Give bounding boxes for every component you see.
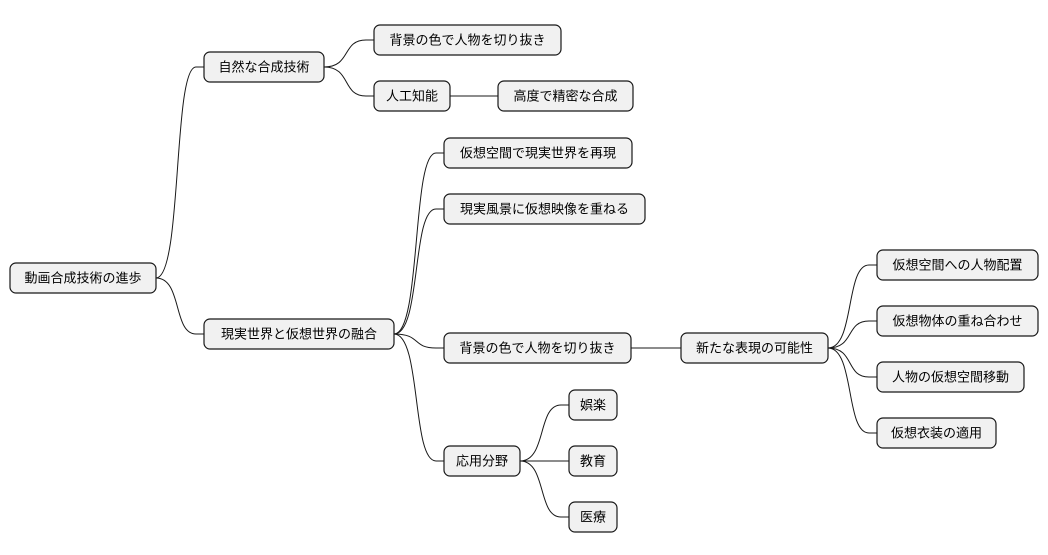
mindmap-node-root-1-2-0: 新たな表現の可能性 — [680, 332, 829, 364]
node-label: 背景の色で人物を切り抜き — [389, 33, 545, 49]
node-label: 高度で精密な合成 — [513, 89, 617, 105]
edge-root-1-2-0-2 — [827, 347, 877, 378]
mindmap-node-root-1-2-0-0: 仮想空間への人物配置 — [876, 249, 1039, 281]
mindmap-node-root-1: 現実世界と仮想世界の融合 — [203, 318, 395, 350]
mindmap-node-root-1-3-1: 教育 — [568, 445, 618, 477]
node-label: 人工知能 — [386, 89, 438, 105]
node-box — [203, 318, 395, 350]
node-label: 仮想物体の重ね合わせ — [892, 314, 1022, 330]
node-box — [373, 80, 451, 112]
mindmap-node-root-1-3-0: 娯楽 — [568, 389, 618, 421]
node-label: 現実風景に仮想映像を重ねる — [460, 202, 629, 218]
edge-root-1-2-0-1 — [827, 320, 877, 349]
mindmap-node-root-0: 自然な合成技術 — [203, 51, 325, 83]
node-box — [443, 445, 521, 477]
node-label: 教育 — [580, 454, 606, 470]
node-label: 医療 — [580, 511, 606, 526]
node-label: 仮想空間への人物配置 — [892, 258, 1022, 274]
edge-root-1-2 — [393, 333, 444, 349]
node-label: 現実世界と仮想世界の融合 — [221, 327, 377, 343]
edge-root-1-0 — [393, 152, 444, 335]
mindmap-node-root-0-0: 背景の色で人物を切り抜き — [373, 24, 562, 56]
mindmap-node-root-1-3: 応用分野 — [443, 445, 521, 477]
node-box — [373, 24, 562, 56]
edge-root-1-3-2 — [519, 460, 569, 518]
node-box — [568, 445, 618, 477]
mindmap-node-root-1-2-0-1: 仮想物体の重ね合わせ — [876, 305, 1039, 337]
node-box — [568, 389, 618, 421]
node-label: 仮想空間で現実世界を再現 — [460, 146, 616, 162]
node-box — [680, 332, 829, 364]
mindmap-node-root-1-2-0-3: 仮想衣装の適用 — [876, 417, 997, 449]
node-box — [876, 249, 1039, 281]
edge-root-0-0 — [323, 39, 374, 68]
mindmap-node-root-1-1: 現実風景に仮想映像を重ねる — [443, 193, 646, 225]
mindmap-node-root-1-0: 仮想空間で現実世界を再現 — [443, 137, 633, 169]
mindmap-node-root: 動画合成技術の進歩 — [9, 262, 157, 294]
node-box — [876, 305, 1039, 337]
node-box — [9, 262, 157, 294]
edges-layer — [155, 39, 877, 518]
mindmap-node-root-1-2-0-2: 人物の仮想空間移動 — [876, 361, 1025, 393]
node-box — [443, 193, 646, 225]
edge-root-1-2-0-3 — [827, 347, 877, 434]
node-box — [203, 51, 325, 83]
node-label: 仮想衣装の適用 — [891, 426, 982, 442]
node-label: 背景の色で人物を切り抜き — [459, 341, 615, 357]
edge-root-1-1 — [393, 208, 444, 335]
node-box — [568, 501, 618, 533]
node-label: 新たな表現の可能性 — [696, 341, 813, 357]
node-label: 娯楽 — [580, 398, 606, 414]
mindmap-node-root-1-2: 背景の色で人物を切り抜き — [443, 332, 632, 364]
edge-root-1 — [155, 277, 204, 335]
mindmap-node-root-1-3-2: 医療 — [568, 501, 618, 533]
node-box — [876, 417, 997, 449]
edge-root-0 — [155, 66, 204, 279]
edge-root-1-3-0 — [519, 404, 569, 462]
node-box — [443, 137, 633, 169]
edge-root-1-2-0-0 — [827, 264, 877, 349]
node-box — [497, 80, 634, 112]
edge-root-1-3 — [393, 333, 444, 462]
node-box — [443, 332, 632, 364]
mindmap-node-root-0-1: 人工知能 — [373, 80, 451, 112]
node-label: 人物の仮想空間移動 — [892, 370, 1009, 386]
node-label: 応用分野 — [456, 455, 508, 470]
mindmap-node-root-0-1-0: 高度で精密な合成 — [497, 80, 634, 112]
node-box — [876, 361, 1025, 393]
node-label: 動画合成技術の進歩 — [24, 272, 141, 287]
node-label: 自然な合成技術 — [218, 60, 309, 76]
edge-root-0-1 — [323, 66, 374, 97]
nodes-layer: 動画合成技術の進歩自然な合成技術背景の色で人物を切り抜き人工知能高度で精密な合成… — [9, 24, 1039, 533]
